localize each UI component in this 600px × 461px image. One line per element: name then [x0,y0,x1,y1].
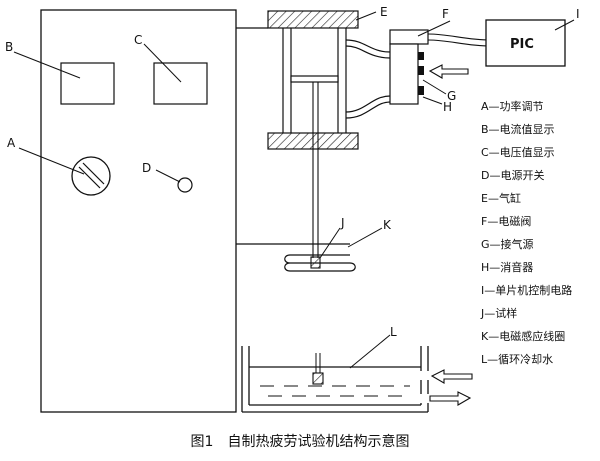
legend-item: I—单片机控制电路 [481,283,572,297]
power-switch [177,177,193,193]
legend-item: L—循环冷却水 [481,353,553,366]
legend-item: J—试样 [480,306,517,320]
callout-l: L [390,325,397,339]
water-outlet-arrow [429,391,472,406]
legend-item: K—电磁感应线圈 [481,329,565,343]
callout-i: I [576,7,580,21]
specimen [310,256,321,269]
legend-item: D—电源开关 [481,168,544,182]
cylinder-top-plate [267,10,359,29]
muffler-port-2 [418,52,424,60]
muffler-port [418,86,424,95]
legend-item: C—电压值显示 [481,146,555,159]
voltage-display [153,62,208,105]
callout-f: F [442,7,449,21]
leader-d [155,169,181,183]
pic-controller-label: PIC [510,37,534,52]
control-wire-2 [427,39,492,47]
air-hose-upper [345,39,391,53]
leader-j [319,227,341,259]
power-adjust-knob [71,156,111,196]
legend-item: E—气缸 [481,191,521,205]
legend-item: F—电磁阀 [481,214,531,228]
callout-a: A [7,136,16,150]
leader-c [143,43,182,83]
legend-item: A—功率调节 [481,99,544,113]
callout-d: D [142,161,151,175]
piston [290,75,339,83]
quenched-specimen [312,372,324,385]
leader-f [417,20,451,37]
callout-e: E [380,5,388,19]
air-hose-lower-2 [345,101,391,119]
water-inlet-arrow [430,369,473,384]
leader-k [347,227,383,248]
current-display [60,62,115,105]
callout-j: J [340,216,345,230]
callout-b: B [5,40,13,54]
pic-controller [485,19,566,67]
legend-item: B—电流值显示 [481,122,555,136]
solenoid-valve-body [389,43,419,105]
figure-caption: 图1 自制热疲劳试验机结构示意图 [191,433,410,450]
leader-e [355,11,377,21]
legend-item: H—消音器 [481,260,533,274]
legend-item: G—接气源 [481,237,534,251]
leader-i [554,19,575,31]
leader-b [13,51,81,79]
legend: A—功率调节 B—电流值显示 C—电压值显示 D—电源开关 E—气缸 F—电磁阀… [480,99,572,366]
leader-g [422,79,447,95]
air-source-arrow [428,64,469,79]
leader-a [18,147,85,175]
solenoid-head [389,29,429,45]
air-hose-upper-2 [345,45,391,59]
control-wire-1 [427,33,492,41]
air-hose-lower [345,95,391,113]
callout-k: K [383,218,392,232]
air-inlet-port [418,66,424,75]
leader-l [349,334,391,369]
callout-c: C [134,33,142,47]
callout-g: G [447,89,456,103]
induction-coil [284,254,356,272]
callout-h: H [443,100,452,114]
leader-h [422,96,443,105]
